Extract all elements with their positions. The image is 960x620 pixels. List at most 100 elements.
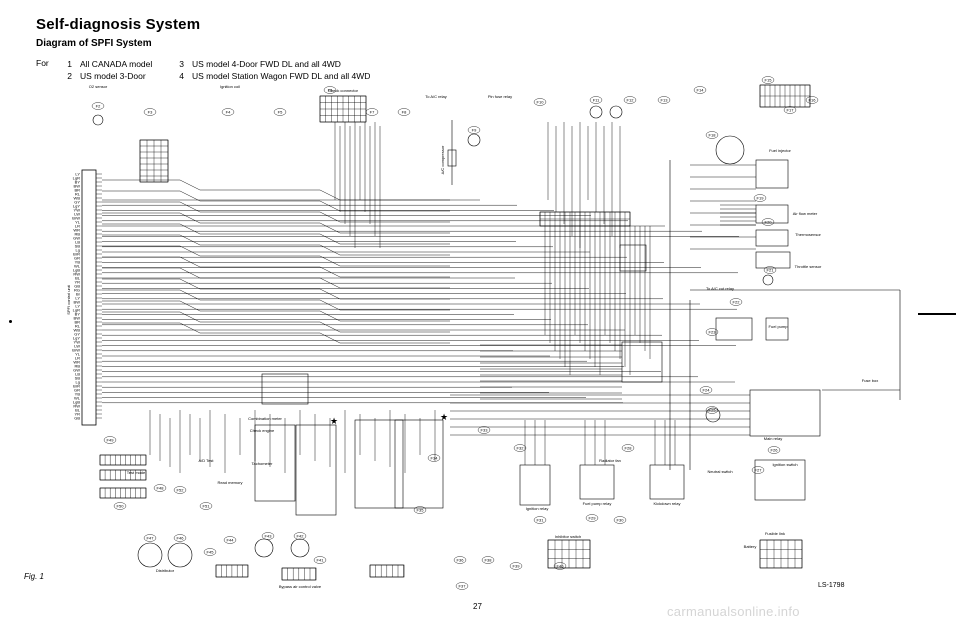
connector-block	[755, 229, 789, 247]
connector-tag	[805, 96, 819, 104]
connector-block	[261, 373, 309, 405]
reference-code: LS-1798	[818, 582, 845, 589]
connector-block	[99, 487, 147, 499]
connector-tag-label: F15	[765, 77, 773, 82]
star-marker: ★	[440, 413, 448, 423]
connector-tag-label: F19	[757, 195, 765, 200]
fuse-box-label: Fuse box	[862, 378, 878, 383]
harness-wire	[102, 212, 450, 234]
connector-tag	[763, 266, 777, 274]
connector-tag-label: F14	[697, 87, 705, 92]
ecu-pin-label: BR	[74, 187, 80, 192]
connector-tag	[699, 386, 713, 394]
for-label: For	[36, 58, 49, 68]
ecu-pin-label: LB	[75, 371, 80, 376]
connector-block	[394, 419, 444, 509]
ecu-pin-label: BL	[75, 407, 81, 412]
connector-tag-label: F37	[459, 583, 467, 588]
o2-sensor-label: O2 sensor	[89, 84, 108, 89]
connector-block	[281, 567, 317, 581]
connector-tag-label: F34	[431, 455, 439, 460]
fuel-pump-box	[765, 317, 789, 341]
combination-meter-label: Combination meter	[248, 416, 282, 421]
connector-tag	[481, 556, 495, 564]
connector-tag	[467, 126, 481, 134]
ecu-block	[81, 169, 97, 426]
connector-tag	[585, 514, 599, 522]
connector-block	[649, 464, 685, 500]
sensor-symbol	[705, 407, 721, 423]
harness-wire	[102, 234, 450, 256]
neutral-switch-label: Neutral switch	[707, 469, 732, 474]
ecu-pin-label: GY	[74, 331, 80, 336]
page-subtitle: Diagram of SPFI System	[36, 38, 152, 49]
connector-tag-label: F6	[328, 87, 333, 92]
ecu-pin-label: LgY	[73, 203, 80, 208]
ecu-pin-label: LgY	[73, 335, 80, 340]
connector-tag	[533, 516, 547, 524]
ecu-pin-label: LR	[75, 355, 80, 360]
connector-tag	[589, 96, 603, 104]
connector-tag	[143, 108, 157, 116]
ecu-pin-label: LgB	[73, 399, 80, 404]
ecu-pin-label: BY	[75, 311, 81, 316]
connector-tag	[293, 532, 307, 540]
ecu-pin-label: Lg	[76, 379, 80, 384]
connector-tag-label: F52	[177, 487, 185, 492]
ecu-pin-label: Br	[76, 291, 81, 296]
connector-tag	[477, 426, 491, 434]
connector-tag-label: F22	[733, 299, 741, 304]
ecu-pin-label: WB	[74, 195, 81, 200]
ecu-pin-label: GB	[74, 283, 80, 288]
ecu-pin-label: YR	[74, 411, 80, 416]
ecu-pin-label: SB	[75, 375, 81, 380]
connector-tag	[153, 484, 167, 492]
pin-fuse-relay-label: Pin fuse relay	[488, 94, 512, 99]
connector-tag	[143, 534, 157, 542]
harness-wire	[102, 311, 450, 333]
bypass-air-control-valve-label: Bypass air control valve	[279, 584, 322, 589]
harness-wire	[102, 322, 450, 344]
connector-tag-label: F18	[709, 132, 717, 137]
ecu-pin-label: WB	[74, 327, 81, 332]
connector-tag	[705, 328, 719, 336]
ecu-pin-label: GW	[73, 367, 80, 372]
test-mode-label: Test mode	[127, 470, 146, 475]
ecu-pin-label: LW	[74, 343, 80, 348]
figure-caption: Fig. 1	[24, 572, 45, 581]
connector-tag-label: F5	[278, 109, 283, 114]
connector-tag-label: F38	[485, 557, 493, 562]
watermark: carmanualsonline.info	[667, 604, 800, 619]
ecu-pin-label: GW	[73, 235, 80, 240]
connector-block	[621, 341, 663, 383]
thermosensor-label: Thermosensor	[795, 232, 821, 237]
connector-tag	[221, 108, 235, 116]
main-relay-label: Main relay	[764, 436, 782, 441]
connector-tag-label: F46	[177, 535, 185, 540]
connector-tag-label: F45	[207, 549, 215, 554]
connector-tag-label: F7	[370, 109, 375, 114]
ecu-pin-label: YW	[74, 207, 81, 212]
connector-tag	[753, 194, 767, 202]
ecu-pin-label: YL	[75, 219, 81, 224]
connector-tag	[613, 516, 627, 524]
connector-tag-label: F9	[472, 127, 477, 132]
sensor-symbol	[589, 105, 603, 119]
connector-tag-label: F26	[771, 447, 779, 452]
connector-tag	[173, 486, 187, 494]
connector-block	[99, 454, 147, 466]
ecu-pin-label: LgR	[73, 175, 80, 180]
ecu-pin-label: YR	[74, 279, 80, 284]
connector-tag	[509, 562, 523, 570]
connector-tag	[365, 108, 379, 116]
ecu-pin-label: LB	[75, 239, 80, 244]
ecu-pin-label: GR	[74, 255, 80, 260]
ecu-pin-label: LY	[75, 303, 80, 308]
inhibitor-switch-label: Inhibitor switch	[555, 534, 581, 539]
connector-tag	[533, 98, 547, 106]
connector-block	[755, 251, 791, 269]
sensor-symbol	[290, 538, 310, 558]
connector-block	[715, 317, 753, 341]
connector-tag-label: F2	[96, 103, 101, 108]
